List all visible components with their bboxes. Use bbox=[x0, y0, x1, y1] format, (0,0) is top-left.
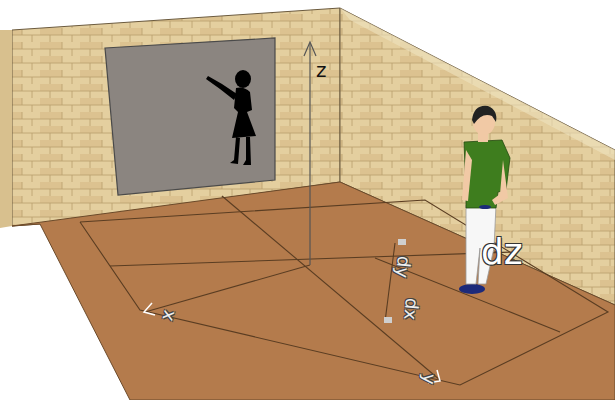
dimension-label: dy bbox=[393, 255, 413, 279]
child-silhouette bbox=[206, 70, 256, 165]
axis-label: z bbox=[316, 60, 327, 80]
dimension-label: dx bbox=[401, 297, 421, 321]
dimension-label: dz bbox=[481, 234, 523, 270]
axis-label: y bbox=[420, 373, 439, 385]
